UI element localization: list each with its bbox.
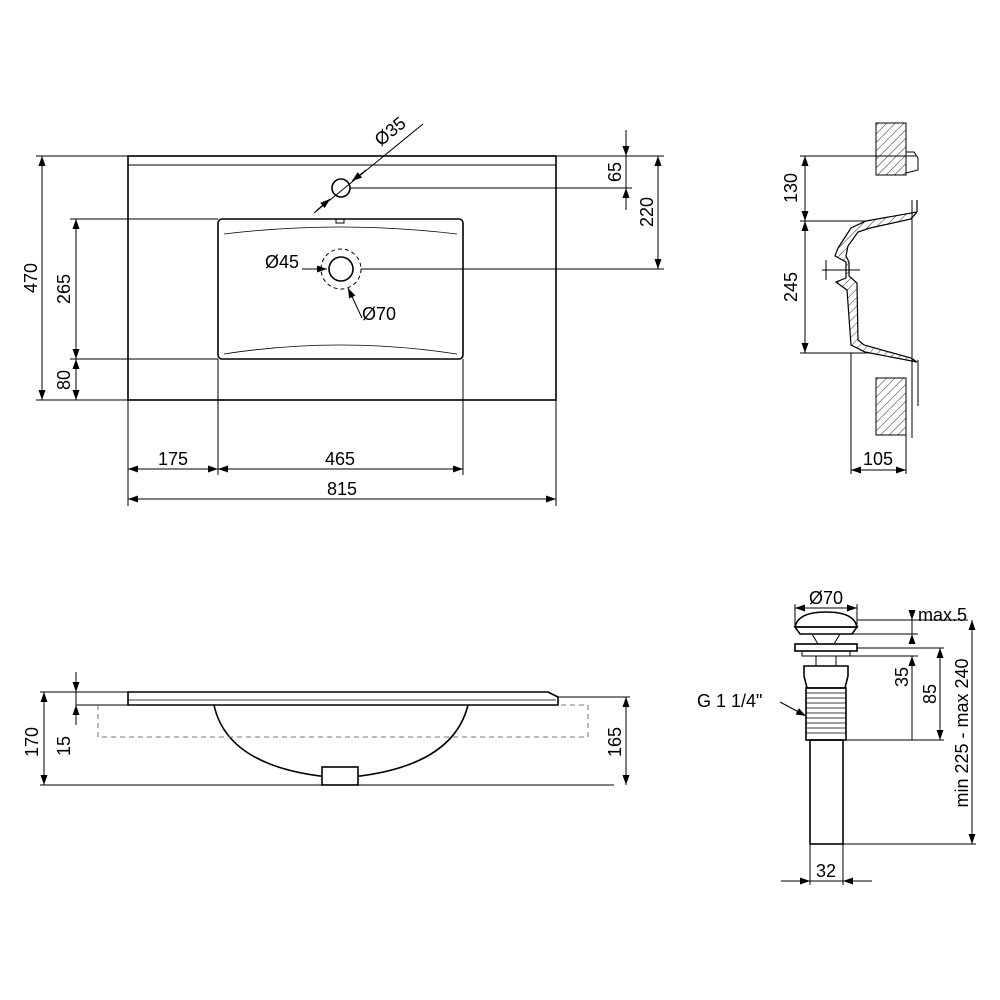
dim-body-length: 85 (920, 684, 940, 704)
valve-thread-lines (806, 692, 846, 734)
dim-thread-length: 35 (892, 667, 912, 687)
side-section-view: 130 245 105 (781, 122, 919, 474)
drain-valve-view: Ø70 max.5 35 85 min 225 - max 240 G 1 1/… (697, 588, 976, 885)
countertop-section-bottom (875, 377, 907, 436)
cabinet-outline (97, 704, 589, 738)
drain-outlet (321, 766, 359, 786)
dim-front-offset: 80 (54, 370, 74, 390)
dim-rim-thickness: 15 (54, 736, 74, 756)
dim-side-bowl: 245 (781, 272, 801, 302)
dim-front-total-height: 170 (22, 727, 42, 757)
top-view: 175 465 815 470 265 80 65 220 Ø35 Ø45 Ø7… (21, 113, 664, 506)
dimension-lines (38, 130, 662, 503)
front-view: 170 15 165 (22, 672, 630, 786)
thread-spec-label: G 1 1/4" (697, 691, 762, 711)
dim-bowl-depth: 265 (54, 274, 74, 304)
valve-flange (794, 643, 858, 652)
valve-thread (805, 687, 847, 741)
dim-drain-outer: Ø70 (362, 304, 396, 324)
dim-front-bowl-height: 165 (605, 727, 625, 757)
dim-height-total: 470 (21, 263, 41, 293)
dim-bowl-width: 465 (325, 449, 355, 469)
bowl-outline (217, 218, 464, 360)
dim-pipe-length: min 225 - max 240 (952, 658, 972, 807)
drain-hole (302, 248, 363, 319)
dim-drain-from-back: 220 (637, 197, 657, 227)
valve-cap (794, 611, 858, 628)
dim-drain-hole: Ø45 (265, 252, 299, 272)
valve-pipe (809, 739, 844, 845)
basin-wall-section (834, 200, 918, 363)
dim-tap-from-back: 65 (605, 162, 625, 182)
dim-width-total: 815 (327, 479, 357, 499)
basin-front-rim (127, 691, 559, 706)
dim-pipe-diameter: 32 (816, 861, 836, 881)
basin-outline (127, 155, 557, 401)
tap-hole (313, 123, 424, 214)
dim-side-depth: 105 (863, 449, 893, 469)
dim-tap-hole: Ø35 (371, 113, 410, 150)
dim-cap-gap: max.5 (918, 605, 967, 625)
dim-cap-diameter: Ø70 (809, 588, 843, 608)
dim-left-offset: 175 (158, 449, 188, 469)
dim-side-top: 130 (781, 173, 801, 203)
countertop-section-top (875, 122, 907, 176)
extension-lines (36, 155, 664, 506)
